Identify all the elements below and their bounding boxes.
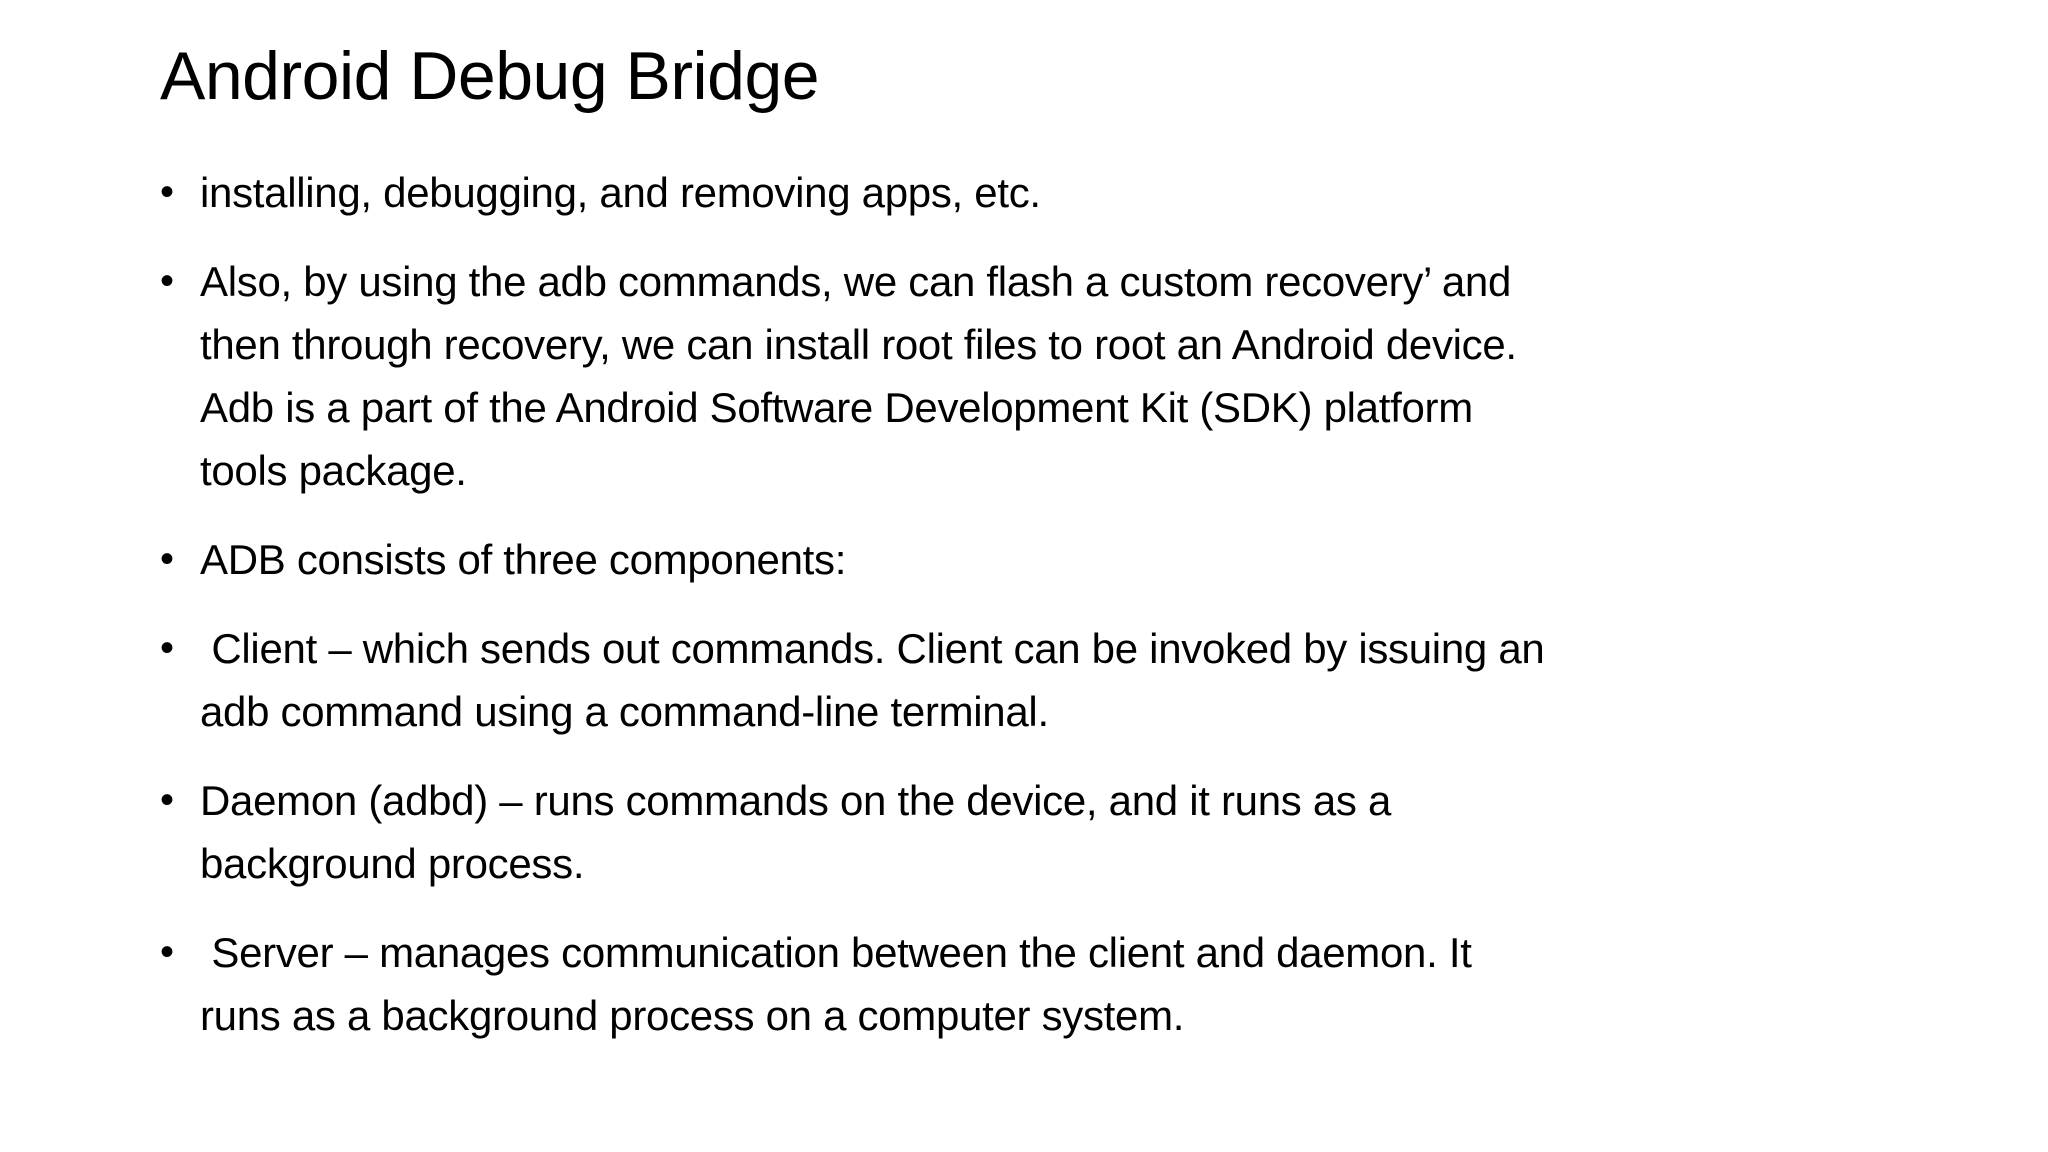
- bullet-text: Client – which sends out commands. Clien…: [200, 625, 1545, 735]
- bullet-icon: •: [160, 626, 174, 670]
- bullet-text: Server – manages communication between t…: [200, 929, 1472, 1039]
- bullet-icon: •: [160, 259, 174, 303]
- bullet-icon: •: [160, 930, 174, 974]
- bullet-item: • Also, by using the adb commands, we ca…: [160, 250, 2004, 502]
- bullet-item: • installing, debugging, and removing ap…: [160, 161, 2004, 224]
- bullet-text: Daemon (adbd) – runs commands on the dev…: [200, 777, 1392, 887]
- bullet-text: ADB consists of three components:: [200, 536, 847, 583]
- bullet-icon: •: [160, 537, 174, 581]
- bullet-item: • Daemon (adbd) – runs commands on the d…: [160, 769, 2004, 895]
- bullet-list: • installing, debugging, and removing ap…: [160, 161, 2004, 1047]
- bullet-item: • Client – which sends out commands. Cli…: [160, 617, 2004, 743]
- bullet-icon: •: [160, 170, 174, 214]
- page-title: Android Debug Bridge: [160, 38, 820, 114]
- bullet-item: • Server – manages communication between…: [160, 921, 2004, 1047]
- bullet-item: • ADB consists of three components:: [160, 528, 2004, 591]
- bullet-icon: •: [160, 778, 174, 822]
- bullet-text: installing, debugging, and removing apps…: [200, 169, 1041, 216]
- bullet-text: Also, by using the adb commands, we can …: [200, 258, 1517, 494]
